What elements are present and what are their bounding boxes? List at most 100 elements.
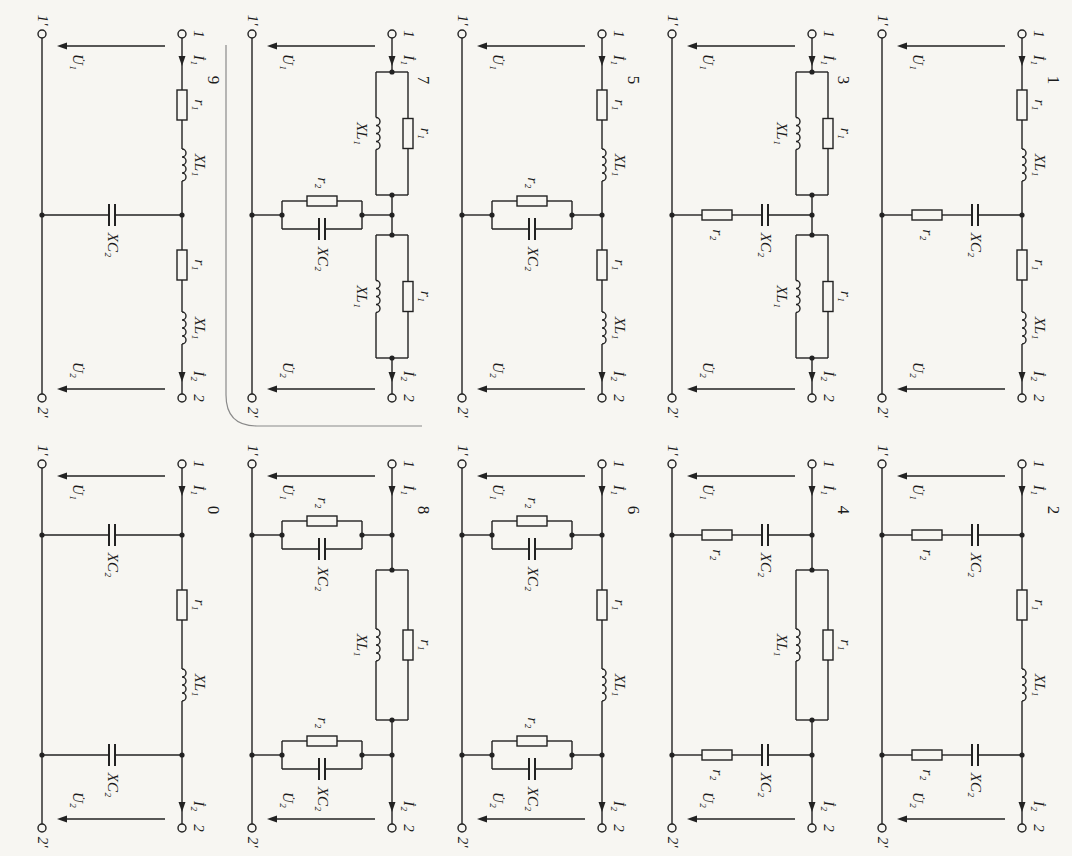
wire bbox=[485, 475, 585, 476]
junction-dot bbox=[389, 232, 394, 237]
arrow-head bbox=[179, 802, 186, 812]
terminal bbox=[808, 460, 816, 468]
wire bbox=[181, 755, 182, 824]
component-label: r₂ bbox=[710, 769, 725, 780]
wire bbox=[282, 520, 307, 521]
voltage-label: U̇₁ bbox=[280, 54, 295, 70]
voltage-label: U̇₁ bbox=[700, 484, 715, 500]
wire bbox=[282, 548, 319, 549]
terminal bbox=[1018, 824, 1026, 832]
wire bbox=[795, 313, 796, 359]
capacitor-symbol bbox=[114, 524, 116, 546]
wire bbox=[462, 214, 492, 215]
junction-dot bbox=[569, 752, 574, 757]
inductor-symbol bbox=[1022, 312, 1026, 344]
wire bbox=[695, 818, 795, 819]
component-label: XC₂ bbox=[105, 773, 120, 797]
junction-dot bbox=[809, 69, 814, 74]
wire bbox=[1021, 620, 1022, 669]
inductor-symbol bbox=[182, 312, 186, 344]
component-label: XL₁ bbox=[192, 317, 207, 340]
wire bbox=[601, 620, 602, 669]
component-label: XL₁ bbox=[192, 674, 207, 697]
junction-dot bbox=[389, 192, 394, 197]
junction-dot bbox=[279, 752, 284, 757]
arrow-head bbox=[1019, 486, 1026, 496]
wire bbox=[811, 215, 812, 235]
wire bbox=[282, 228, 319, 229]
capacitor-symbol bbox=[767, 524, 769, 546]
component-label: XC₂ bbox=[105, 553, 120, 577]
wire bbox=[407, 72, 408, 119]
wire bbox=[181, 468, 182, 535]
wire bbox=[391, 195, 392, 215]
component-label: XL₁ bbox=[1032, 317, 1047, 340]
terminal-label: 2' bbox=[665, 837, 680, 848]
wire bbox=[732, 754, 762, 755]
wire bbox=[407, 660, 408, 720]
wire bbox=[1021, 215, 1022, 250]
circuit-number: 8 bbox=[415, 506, 432, 515]
wire bbox=[275, 475, 375, 476]
wire bbox=[811, 468, 812, 535]
terminal bbox=[668, 30, 676, 38]
component-label: XL₁ bbox=[192, 154, 207, 177]
terminal-label: 2 bbox=[821, 824, 836, 832]
circuit-number: 0 bbox=[205, 506, 222, 515]
wire bbox=[572, 214, 602, 215]
wire bbox=[535, 548, 572, 549]
current-label: İ₂ bbox=[191, 801, 206, 811]
wire bbox=[492, 768, 529, 769]
wire bbox=[375, 570, 376, 629]
wire bbox=[325, 548, 362, 549]
wire bbox=[492, 200, 517, 201]
arrow-head bbox=[687, 816, 697, 823]
voltage-label: U̇₁ bbox=[910, 484, 925, 500]
component-label: r₂ bbox=[315, 497, 330, 508]
arrow-head bbox=[477, 43, 487, 50]
junction-dot bbox=[359, 752, 364, 757]
terminal bbox=[598, 30, 606, 38]
terminal bbox=[598, 394, 606, 402]
component-label: r₂ bbox=[920, 549, 935, 560]
wire bbox=[492, 740, 517, 741]
wire bbox=[325, 228, 362, 229]
wire bbox=[275, 388, 375, 389]
wire bbox=[181, 215, 182, 250]
terminal-label: 1' bbox=[35, 15, 50, 26]
wire bbox=[942, 754, 972, 755]
terminal-label: 1 bbox=[401, 460, 416, 468]
wire bbox=[795, 570, 796, 629]
wire bbox=[978, 754, 1022, 755]
terminal-label: 2 bbox=[611, 394, 626, 402]
resistor-symbol bbox=[177, 90, 187, 120]
terminal-label: 2 bbox=[1031, 824, 1046, 832]
inductor-symbol bbox=[602, 149, 606, 181]
terminal bbox=[178, 460, 186, 468]
terminal bbox=[878, 824, 886, 832]
junction-dot bbox=[359, 532, 364, 537]
terminal bbox=[388, 394, 396, 402]
terminal bbox=[178, 30, 186, 38]
wire bbox=[811, 195, 812, 215]
component-label: XL₁ bbox=[354, 122, 369, 145]
wire bbox=[572, 754, 602, 755]
circuit-number: 6 bbox=[625, 506, 642, 515]
terminal-label: 1' bbox=[665, 445, 680, 456]
wire bbox=[811, 38, 812, 72]
arrow-head bbox=[897, 43, 907, 50]
component-label: r₁ bbox=[838, 128, 853, 139]
terminal bbox=[248, 824, 256, 832]
arrow-head bbox=[57, 473, 67, 480]
inductor-symbol bbox=[1022, 149, 1026, 181]
wire bbox=[547, 200, 572, 201]
current-label: İ₁ bbox=[191, 485, 206, 495]
arrow-head bbox=[599, 372, 606, 382]
wire bbox=[391, 38, 392, 72]
arrow-head bbox=[897, 386, 907, 393]
wire bbox=[391, 535, 392, 570]
current-label: İ₁ bbox=[821, 55, 836, 65]
current-label: İ₂ bbox=[1031, 801, 1046, 811]
junction-dot bbox=[389, 355, 394, 360]
terminal bbox=[808, 30, 816, 38]
